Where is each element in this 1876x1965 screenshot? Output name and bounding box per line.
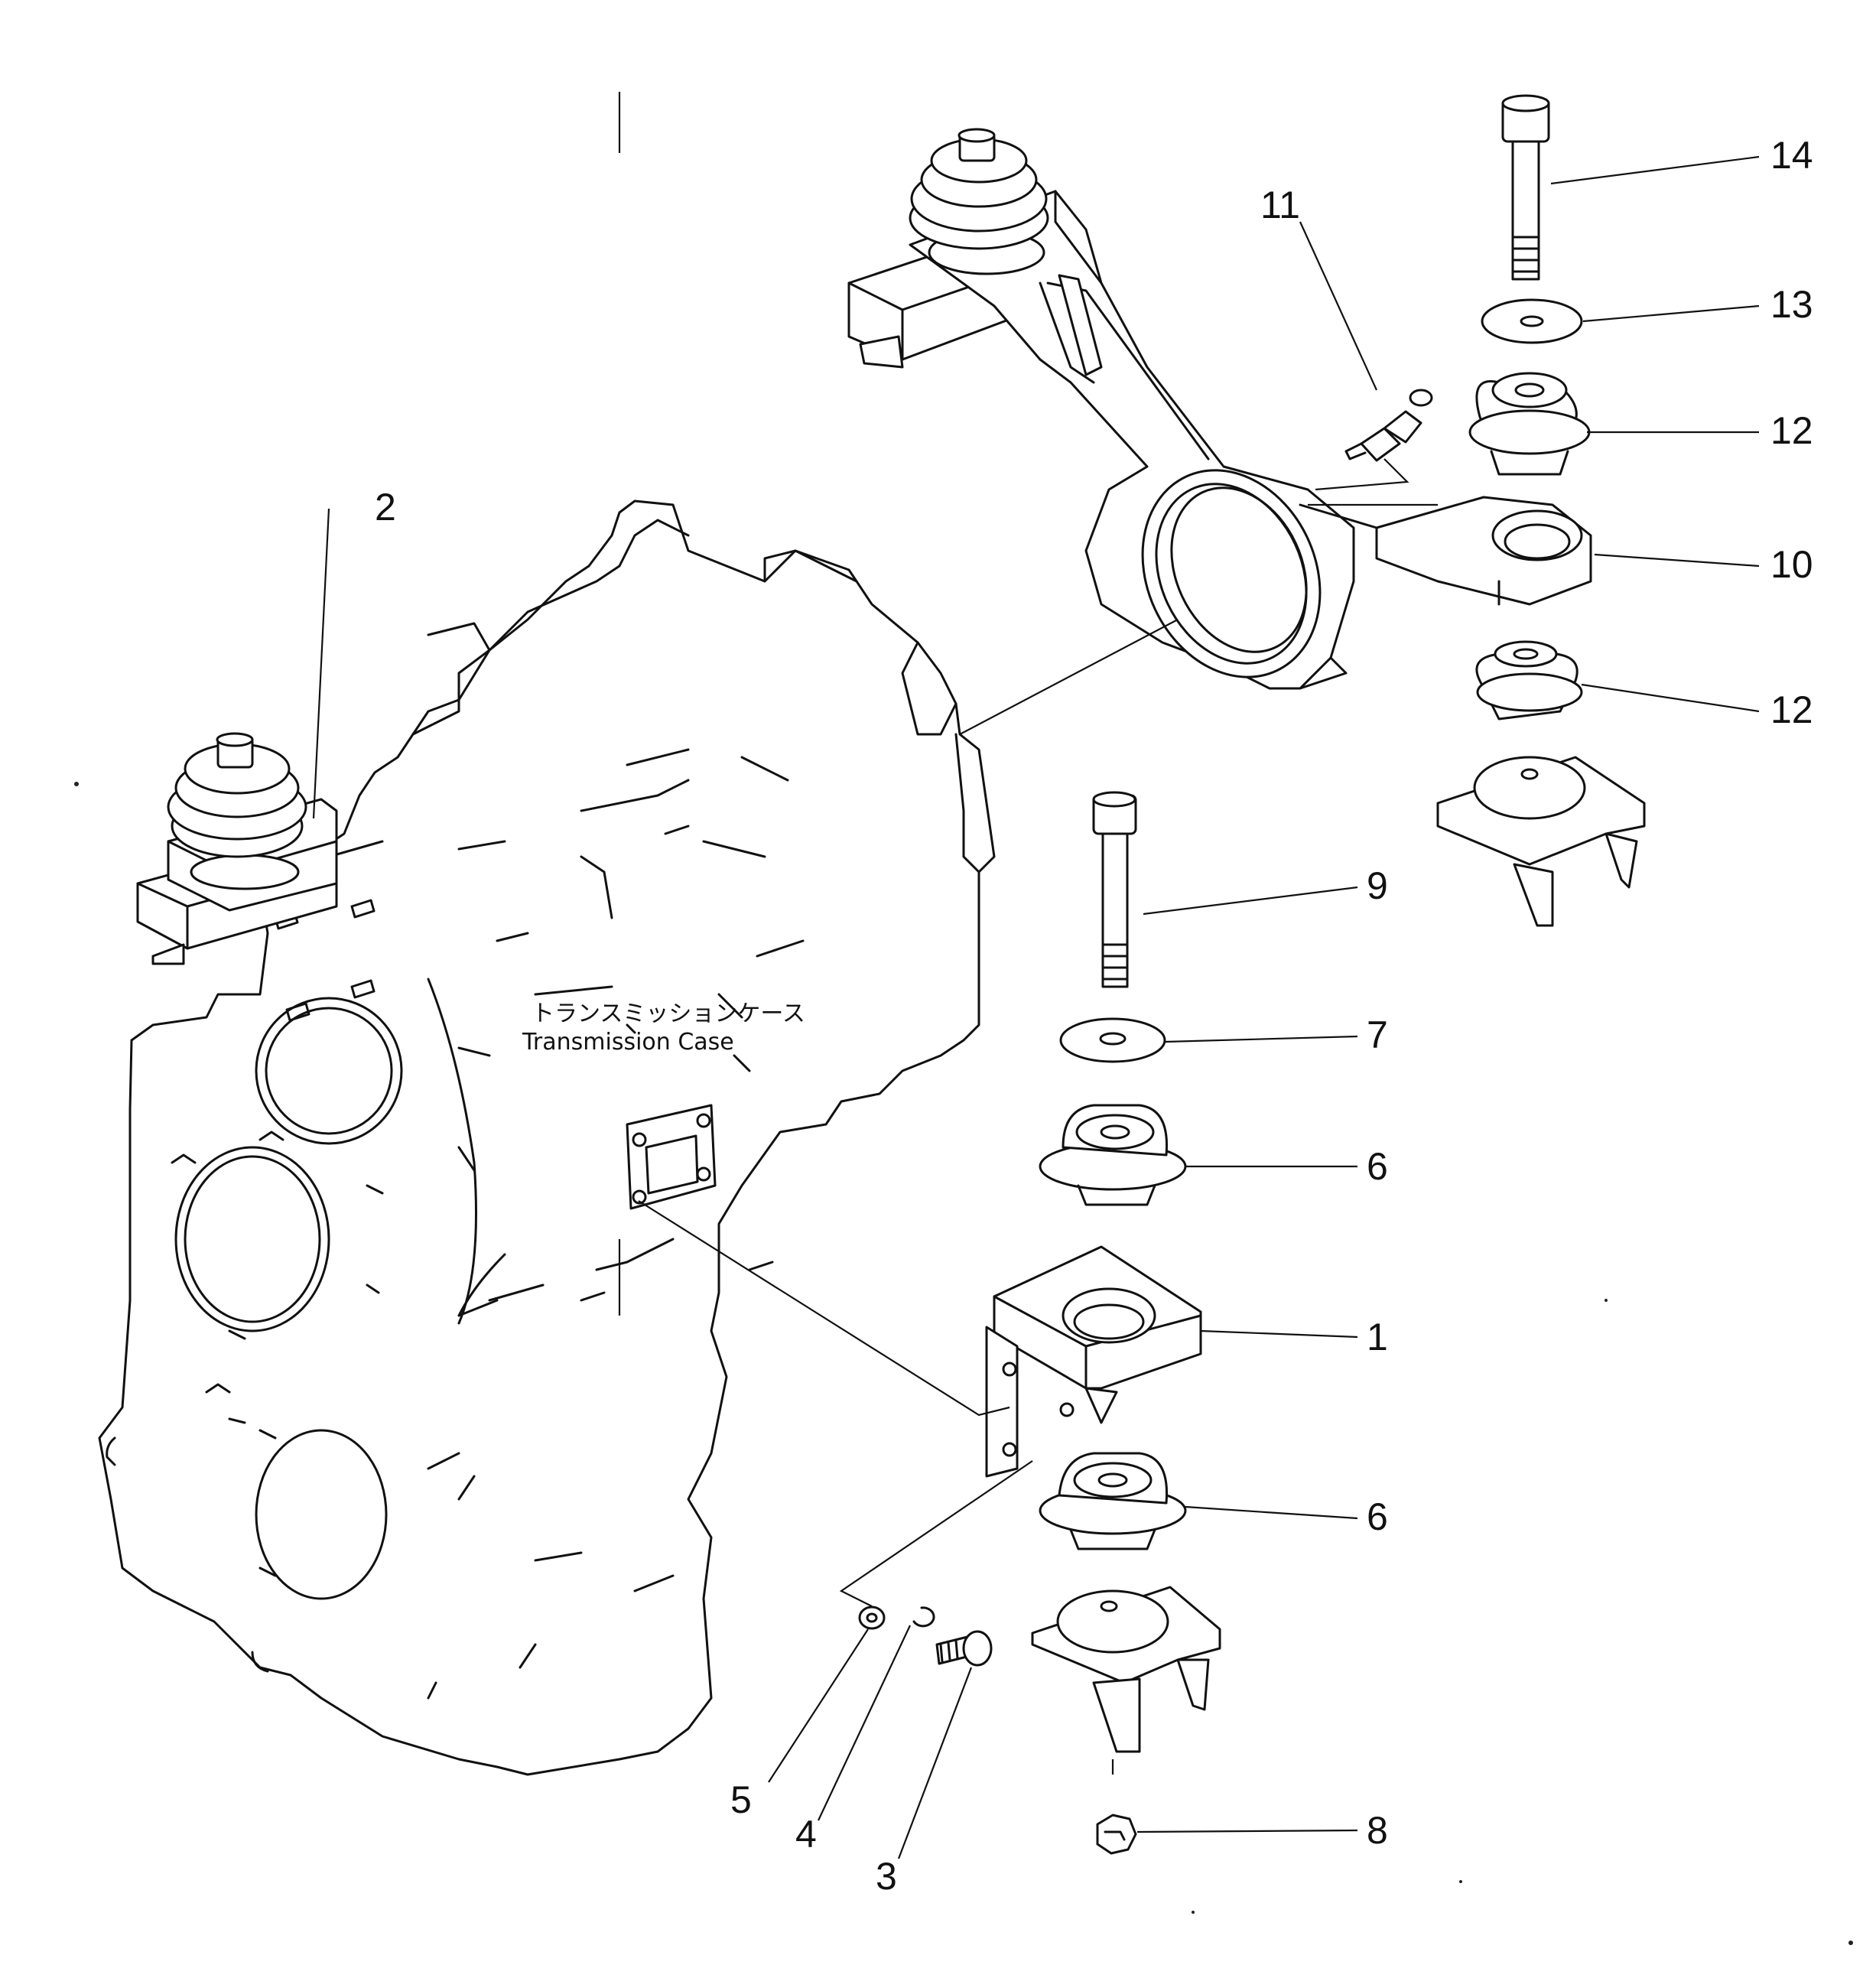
callout-2: 2 xyxy=(375,486,396,529)
callout-5: 5 xyxy=(730,1778,752,1821)
scan-specks xyxy=(74,782,1853,1945)
callout-9: 8 xyxy=(1367,1809,1388,1852)
callout-6-lower: 6 xyxy=(1367,1495,1388,1538)
caption: トランスミッションケース Transmission Case xyxy=(522,1000,805,1056)
right-stack xyxy=(1436,94,1646,927)
callout-4: 4 xyxy=(795,1813,817,1856)
callout-14: 14 xyxy=(1770,134,1813,177)
caption-english: Transmission Case xyxy=(522,1029,734,1056)
callout-10: 10 xyxy=(1770,543,1813,586)
middle-stack xyxy=(985,791,1221,1855)
transmission-case xyxy=(98,499,996,1776)
callout-12-upper: 12 xyxy=(1770,409,1813,452)
caption-japanese: トランスミッションケース xyxy=(532,1000,805,1027)
callout-1: 1 xyxy=(1367,1316,1388,1358)
connector-lines xyxy=(618,92,1438,1775)
small-hardware xyxy=(858,1606,993,1667)
leader-lines xyxy=(312,155,1760,1859)
callout-3: 3 xyxy=(876,1855,897,1898)
callout-7: 7 xyxy=(1367,1013,1388,1056)
upper-bracket-arm xyxy=(847,128,1592,690)
callout-6-upper: 6 xyxy=(1367,1145,1388,1188)
grease-fitting xyxy=(1344,389,1433,462)
callout-11: 11 xyxy=(1260,184,1300,226)
callout-12-lower: 12 xyxy=(1770,688,1813,731)
callout-8: 9 xyxy=(1367,864,1388,907)
callout-numbers: 14 13 11 12 10 12 2 9 7 6 1 6 8 5 4 3 xyxy=(375,134,1813,1898)
left-mount-assembly xyxy=(136,732,338,965)
callout-13: 13 xyxy=(1770,283,1813,326)
